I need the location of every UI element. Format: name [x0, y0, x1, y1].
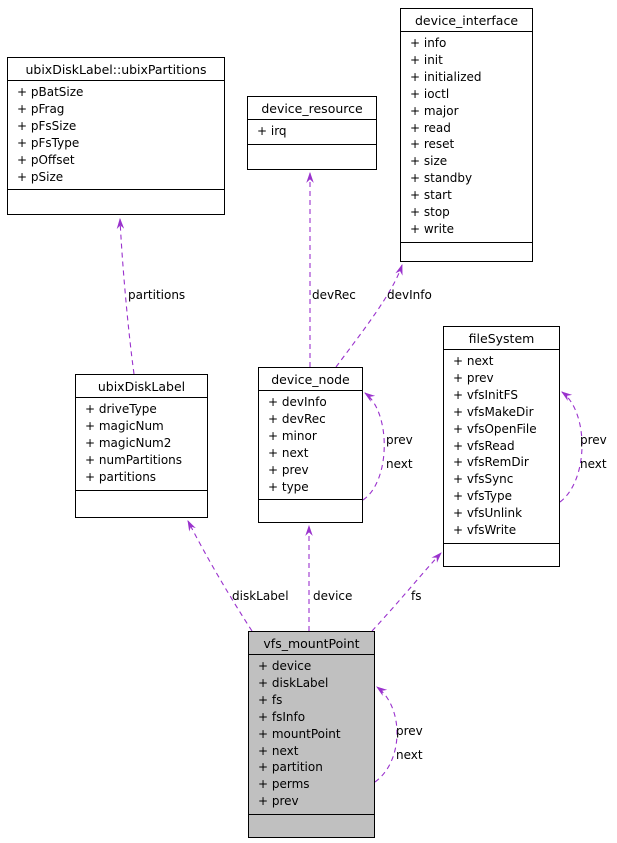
class-attr: + partitions [85, 469, 157, 484]
class-attr: + pFsType [17, 135, 80, 150]
class-attr: + vfsUnlink [453, 506, 523, 521]
edge-devinfo [335, 263, 403, 368]
class-attr: + prev [453, 370, 494, 385]
edge-label-devinfo: devInfo [387, 288, 432, 302]
class-attr: + type [268, 479, 309, 494]
class-attr: + size [410, 154, 448, 169]
edge-label-node-loop-prev: prev [386, 433, 413, 447]
class-attr: + partition [258, 760, 323, 775]
edge-fs [371, 552, 442, 632]
class-methods-section [76, 491, 207, 517]
edge-mountpoint-self-loop [374, 686, 398, 783]
class-attr: + next [453, 354, 494, 368]
class-attr: + next [258, 743, 299, 758]
class-attr: + read [410, 120, 451, 135]
edge-label-node-loop-next: next [386, 457, 413, 471]
class-attr: + numPartitions [85, 452, 183, 467]
class-attr: + reset [410, 137, 455, 152]
class-box-vfs-mountpoint[interactable]: vfs_mountPoint + device + diskLabel + fs… [248, 631, 375, 838]
edge-label-fs: fs [411, 589, 422, 603]
edge-label-devrec: devRec [312, 288, 356, 302]
class-attr: + start [410, 188, 452, 203]
class-attr: + magicNum2 [85, 435, 172, 450]
edge-label-device: device [313, 589, 353, 603]
class-attr: + device [258, 659, 312, 673]
class-attrs: + irq [248, 120, 376, 145]
class-attrs: + info + init + initialized + ioctl + ma… [401, 32, 532, 243]
class-attr: + write [410, 221, 455, 236]
class-attr: + vfsRemDir [453, 455, 529, 470]
edge-label-filesystem-loop-next: next [580, 457, 607, 471]
class-attr: + mountPoint [258, 726, 341, 741]
class-attr: + ioctl [410, 86, 450, 101]
class-attr: + prev [268, 462, 309, 477]
class-attr: + magicNum [85, 418, 164, 433]
class-attrs: + driveType + magicNum + magicNum2 + num… [76, 398, 207, 491]
edge-label-partitions: partitions [128, 288, 186, 302]
class-attr: + devInfo [268, 395, 327, 409]
class-attr: + minor [268, 428, 317, 443]
class-title: device_interface [401, 9, 532, 32]
class-attr: + perms [258, 777, 310, 792]
class-title: fileSystem [444, 327, 559, 350]
class-attr: + initialized [410, 69, 482, 84]
class-attr: + vfsRead [453, 438, 515, 453]
class-attr: + standby [410, 171, 473, 186]
class-attr: + vfsWrite [453, 523, 517, 538]
class-methods-section [259, 500, 362, 522]
class-attr: + driveType [85, 402, 157, 416]
class-attrs: + pBatSize + pFrag + pFsSize + pFsType +… [8, 81, 224, 191]
class-methods-section [444, 544, 559, 566]
edge-label-filesystem-loop-prev: prev [580, 433, 607, 447]
class-methods-section [249, 815, 374, 837]
class-attr: + pSize [17, 169, 64, 184]
edge-filesystem-self-loop [559, 391, 583, 503]
class-attr: + info [410, 36, 447, 50]
class-attr: + next [268, 445, 309, 460]
class-attr: + pBatSize [17, 85, 84, 99]
class-box-device-node[interactable]: device_node + devInfo + devRec + minor +… [258, 367, 363, 523]
class-box-device-resource[interactable]: device_resource + irq [247, 96, 377, 170]
class-attr: + vfsType [453, 489, 513, 504]
edge-device-node-self-loop [362, 392, 385, 501]
class-attr: + init [410, 52, 443, 67]
class-methods-section [248, 145, 376, 169]
class-title: ubixDiskLabel [76, 375, 207, 398]
class-attr: + vfsSync [453, 472, 514, 487]
class-attr: + vfsInitFS [453, 387, 518, 402]
class-attr: + devRec [268, 411, 326, 426]
class-attr: + stop [410, 205, 450, 220]
edge-label-disklabel: diskLabel [232, 589, 289, 603]
class-attrs: + device + diskLabel + fs + fsInfo + mou… [249, 655, 374, 816]
class-box-ubixdisklabel[interactable]: ubixDiskLabel + driveType + magicNum + m… [75, 374, 208, 518]
class-attr: + pOffset [17, 152, 75, 167]
class-box-filesystem[interactable]: fileSystem + next + prev + vfsInitFS + v… [443, 326, 560, 567]
class-methods-section [401, 243, 532, 261]
class-attr: + fs [258, 692, 283, 707]
class-title: device_resource [248, 97, 376, 120]
edge-disklabel [187, 520, 253, 632]
class-attr: + prev [258, 794, 299, 809]
class-attr: + fsInfo [258, 709, 306, 724]
class-attr: + vfsOpenFile [453, 421, 537, 436]
class-box-device-interface[interactable]: device_interface + info + init + initial… [400, 8, 533, 262]
class-attrs: + devInfo + devRec + minor + next + prev… [259, 391, 362, 501]
class-attrs: + next + prev + vfsInitFS + vfsMakeDir +… [444, 350, 559, 544]
class-title: device_node [259, 368, 362, 391]
class-attr: + diskLabel [258, 675, 329, 690]
edge-label-mountpoint-loop-next: next [396, 748, 423, 762]
class-attr: + vfsMakeDir [453, 404, 534, 419]
class-attr: + major [410, 103, 459, 118]
class-title: vfs_mountPoint [249, 632, 374, 655]
class-attr: + pFrag [17, 101, 65, 116]
class-box-ubixpartitions[interactable]: ubixDiskLabel::ubixPartitions + pBatSize… [7, 57, 225, 215]
class-title: ubixDiskLabel::ubixPartitions [8, 58, 224, 81]
class-methods-section [8, 190, 224, 214]
class-attr: + irq [257, 124, 287, 138]
edge-label-mountpoint-loop-prev: prev [396, 724, 423, 738]
class-attr: + pFsSize [17, 118, 77, 133]
